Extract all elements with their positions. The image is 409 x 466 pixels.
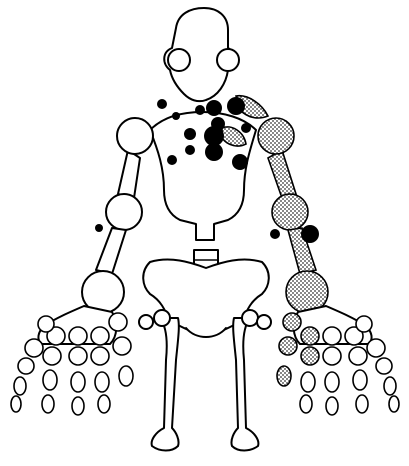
upper-arm-right xyxy=(268,150,296,198)
hip-cap-right xyxy=(257,315,271,329)
shoulder-joint-right xyxy=(258,118,294,154)
temporomandibular-joint-left xyxy=(168,49,190,71)
forearm-left xyxy=(96,228,126,274)
upper-arm-left xyxy=(118,150,140,198)
elbow-joint-left xyxy=(106,194,142,230)
hip-joint-right xyxy=(242,310,258,326)
elbow-joint-right xyxy=(272,194,308,230)
fingers-left xyxy=(11,313,133,415)
fingers-right xyxy=(277,313,399,415)
femur-left xyxy=(152,318,179,451)
shoulder-joint-left xyxy=(117,118,153,154)
thorax xyxy=(150,112,256,240)
pubic-arch xyxy=(186,328,226,337)
femur-right xyxy=(231,318,258,451)
temporomandibular-joint-right xyxy=(217,49,239,71)
hip-cap-left xyxy=(139,315,153,329)
hip-joint-left xyxy=(154,310,170,326)
